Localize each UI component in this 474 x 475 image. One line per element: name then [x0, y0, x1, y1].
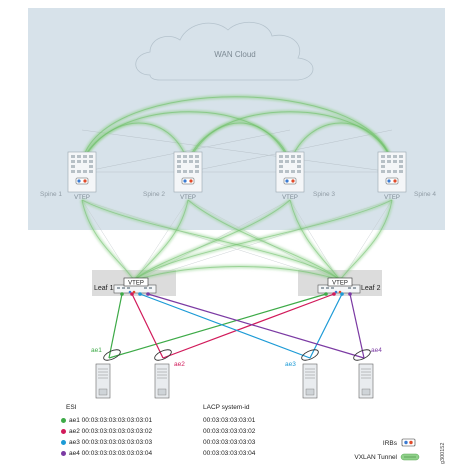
ae3-label: ae3	[285, 361, 296, 368]
spine-vtep-label: VTEP	[180, 195, 196, 201]
legend-dot-ae4	[61, 450, 66, 456]
link-ae3-leaf2	[309, 293, 343, 359]
leaf-2-label: Leaf 2	[361, 285, 381, 292]
key-irbs-label: IRBs	[383, 440, 398, 447]
legend-esi: 00:03:03:03:03:03:03:04	[81, 450, 153, 457]
irb-icon	[401, 438, 416, 447]
wan-cloud-icon	[135, 22, 314, 81]
server-1	[95, 363, 111, 399]
link-ae4-leaf1	[147, 293, 365, 359]
lag-ae4-marker	[353, 349, 371, 361]
access-links	[108, 293, 365, 359]
lag-ae1-marker	[103, 349, 121, 361]
lag-ae2-marker	[154, 349, 172, 361]
spine-2-label: Spine 2	[143, 191, 165, 198]
link-ae2-leaf1	[131, 293, 164, 359]
legend-dot-ae1	[61, 417, 66, 423]
spine-vtep-label: VTEP	[74, 195, 90, 201]
link-ae4-leaf2	[349, 293, 365, 359]
link-ae3-leaf1	[139, 293, 311, 359]
legend-row-ae3: ae3 00:03:03:03:03:03:03:03	[61, 439, 152, 446]
spine-4-label: Spine 4	[414, 191, 436, 198]
legend-ae: ae2	[69, 428, 80, 435]
spine-2: VTEP	[173, 151, 203, 201]
wan-cloud-label: WAN Cloud	[214, 50, 256, 59]
legend-row-ae2: ae2 00:03:03:03:03:03:03:02	[61, 428, 152, 435]
legend-ae: ae3	[69, 439, 80, 446]
server-4	[358, 363, 374, 399]
legend-ae: ae1	[69, 417, 80, 424]
ae1-label: ae1	[91, 347, 102, 354]
legend-lacp-ae4: 00:03:03:03:03:04	[203, 450, 256, 457]
legend-lacp-header: LACP system-id	[203, 404, 250, 411]
spine-4: VTEP	[377, 151, 407, 201]
legend-row-ae1: ae1 00:03:03:03:03:03:03:01	[61, 417, 152, 424]
key-vxlan-label: VXLAN Tunnel	[354, 454, 397, 461]
legend-lacp-ae1: 00:03:03:03:03:01	[203, 417, 256, 424]
link-ae2-leaf2	[162, 293, 335, 359]
legend-esi: 00:03:03:03:03:03:03:02	[81, 428, 153, 435]
spine-3-label: Spine 3	[313, 191, 335, 198]
legend-ae: ae4	[69, 450, 80, 457]
legend-dot-ae2	[61, 428, 66, 434]
leaf-2-vtep-label: VTEP	[332, 281, 348, 287]
spine-3: VTEP	[275, 151, 305, 201]
leaf-1-label: Leaf 1	[94, 285, 114, 292]
legend-dot-ae3	[61, 439, 66, 445]
legend-esi: 00:03:03:03:03:03:03:01	[81, 417, 153, 424]
leaf-1-vtep-label: VTEP	[128, 281, 144, 287]
ae4-label: ae4	[371, 347, 382, 354]
vxlan-tunnel-icon	[400, 453, 420, 461]
lag-ae3-marker	[301, 349, 319, 361]
spine-vtep-label: VTEP	[384, 195, 400, 201]
legend-lacp-ae2: 00:03:03:03:03:02	[203, 428, 256, 435]
legend-row-ae4: ae4 00:03:03:03:03:03:03:04	[61, 450, 152, 457]
leaf-1: VTEP	[113, 277, 157, 294]
spine-1: VTEP	[67, 151, 97, 201]
spine-mesh	[81, 129, 393, 173]
figure-id: g300152	[440, 443, 446, 464]
legend-esi: 00:03:03:03:03:03:03:03	[81, 439, 153, 446]
spine-1-label: Spine 1	[40, 191, 62, 198]
ae2-label: ae2	[174, 361, 185, 368]
server-3	[302, 363, 318, 399]
spine-vtep-label: VTEP	[282, 195, 298, 201]
legend-esi-header: ESI	[66, 404, 77, 411]
legend-lacp-ae3: 00:03:03:03:03:03	[203, 439, 256, 446]
leaf-2: VTEP	[317, 277, 361, 294]
server-2	[154, 363, 170, 399]
link-ae1-leaf1	[108, 293, 123, 359]
link-ae1-leaf2	[108, 293, 327, 359]
